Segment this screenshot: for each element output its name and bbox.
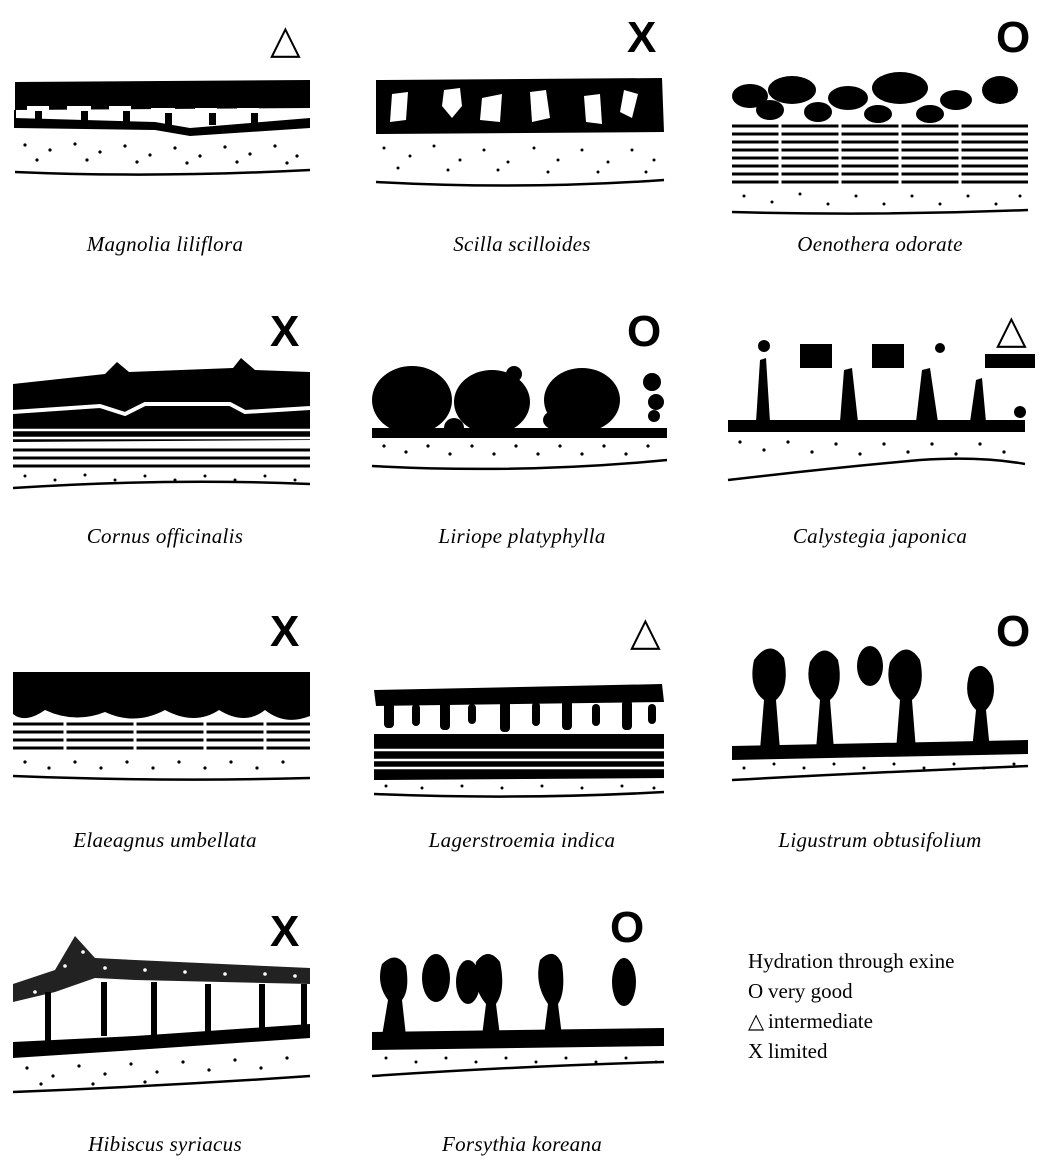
panel-liriope-platyphylla: O Liriope platyphylla bbox=[362, 300, 682, 560]
species-name: Oenothera odorate bbox=[720, 232, 1040, 257]
species-name: Forsythia koreana bbox=[362, 1132, 682, 1157]
panel-calystegia-japonica: △ Calystegia japonica bbox=[720, 300, 1040, 560]
exine-cross-section bbox=[5, 600, 325, 800]
panel-cornus-officinalis: X Cornus officinalis bbox=[5, 300, 325, 560]
panel-scilla-scilloides: X Scilla scilloides bbox=[362, 10, 682, 270]
legend-symbol: X bbox=[748, 1036, 768, 1066]
exine-cross-section bbox=[720, 300, 1040, 500]
legend-symbol: O bbox=[748, 976, 768, 1006]
panel-hibiscus-syriacus: X Hibiscus syriacus bbox=[5, 900, 325, 1160]
panel-elaeagnus-umbellata: X Elaeagnus umbellata bbox=[5, 600, 325, 860]
legend-title: Hydration through exine bbox=[748, 946, 954, 976]
species-name: Magnolia liliflora bbox=[5, 232, 325, 257]
panel-lagerstroemia-indica: △ Lagerstroemia indica bbox=[362, 600, 682, 860]
species-name: Ligustrum obtusifolium bbox=[720, 828, 1040, 853]
legend-label: intermediate bbox=[768, 1009, 873, 1033]
exine-cross-section bbox=[5, 10, 325, 210]
panel-magnolia-liliflora: △ Magnolia liliflora bbox=[5, 10, 325, 270]
legend-label: very good bbox=[768, 979, 853, 1003]
species-name: Hibiscus syriacus bbox=[5, 1132, 325, 1157]
exine-cross-section bbox=[362, 900, 682, 1100]
legend-item: △intermediate bbox=[748, 1006, 954, 1036]
exine-cross-section bbox=[362, 600, 682, 800]
exine-cross-section bbox=[362, 300, 682, 500]
panel-ligustrum-obtusifolium: O Ligustrum obtusifolium bbox=[720, 600, 1040, 860]
legend-label: limited bbox=[768, 1039, 828, 1063]
species-name: Cornus officinalis bbox=[5, 524, 325, 549]
species-name: Lagerstroemia indica bbox=[362, 828, 682, 853]
species-name: Calystegia japonica bbox=[720, 524, 1040, 549]
exine-cross-section bbox=[5, 900, 325, 1100]
species-name: Elaeagnus umbellata bbox=[5, 828, 325, 853]
legend-symbol: △ bbox=[748, 1006, 768, 1036]
species-name: Liriope platyphylla bbox=[362, 524, 682, 549]
panel-forsythia-koreana: O Forsythia koreana bbox=[362, 900, 682, 1160]
exine-cross-section bbox=[720, 600, 1040, 800]
exine-cross-section bbox=[720, 10, 1040, 220]
panel-oenothera-odorate: O Oenothera odorate bbox=[720, 10, 1040, 270]
exine-cross-section bbox=[5, 300, 325, 500]
species-name: Scilla scilloides bbox=[362, 232, 682, 257]
exine-cross-section bbox=[362, 10, 682, 210]
